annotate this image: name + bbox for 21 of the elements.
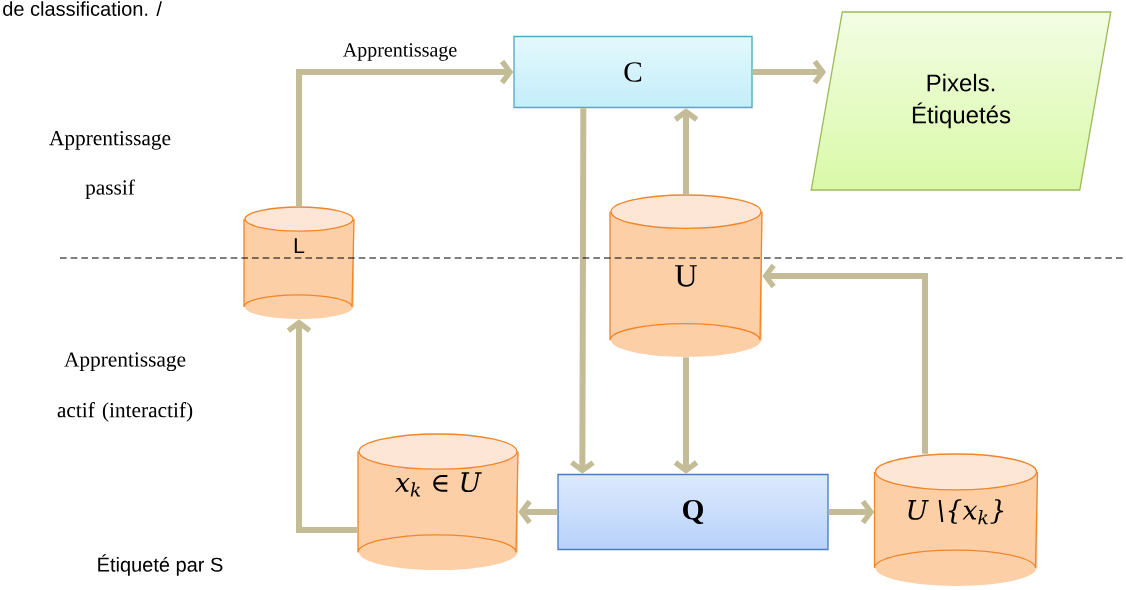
arrow <box>296 59 514 207</box>
arrow <box>286 319 358 533</box>
edge-label: Apprentissage <box>343 43 457 61</box>
arrow <box>828 499 875 525</box>
process-box: Q <box>557 473 829 551</box>
arrow <box>673 357 699 474</box>
database-cylinder: U <box>609 194 763 357</box>
database-cylinder: x$_{k}$ ∈ U <box>357 433 519 570</box>
annotation-text: Apprentissage actif (interactif) <box>57 352 193 422</box>
arrow <box>673 108 699 195</box>
arrow <box>570 108 595 474</box>
arrow <box>762 263 928 454</box>
database-cylinder: U \{x$_{k}$} <box>873 453 1039 586</box>
arrow <box>752 59 827 85</box>
output-parallelogram: Pixels. Étiquetés <box>810 11 1112 191</box>
database-cylinder: L <box>243 206 355 319</box>
process-box: C <box>513 35 753 109</box>
annotation-text: Apprentissage passif <box>49 131 171 199</box>
annotation-text: de classification. / <box>3 1 162 16</box>
arrow <box>518 499 558 525</box>
annotation-text: Étiqueté par S <box>98 554 223 576</box>
